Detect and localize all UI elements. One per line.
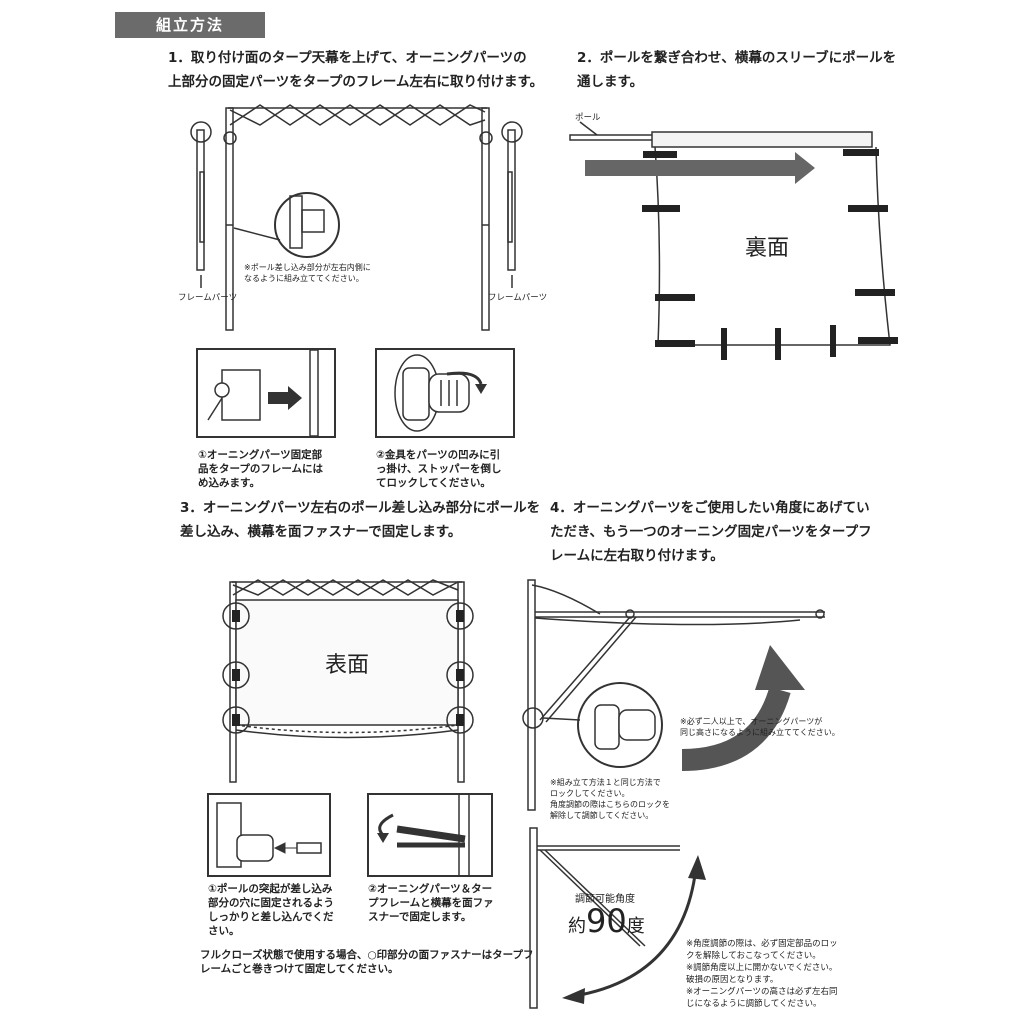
step4-note-lock: ※組み立て方法１と同じ方法で ロックしてください。 角度調節の際はこちらのロック… [550, 777, 670, 821]
note-line: ※ポール差し込み部分が左右内側に [244, 263, 371, 272]
note-line: ※組み立て方法１と同じ方法で [550, 778, 661, 787]
step4-text: 4．オーニングパーツをご使用したい角度にあげてい ただき、もう一つのオーニング固… [550, 496, 872, 568]
caption-line: さい。 [208, 925, 240, 937]
caption-line: 品をタープのフレームには [198, 463, 324, 475]
step3-detail-1 [207, 793, 331, 877]
frame-label-right: フレームパーツ [488, 293, 548, 303]
caption-line: ②金具をパーツの凹みに引 [376, 449, 501, 461]
caption-line: てロックしてください。 [376, 477, 491, 489]
step4-notes-bottom: ※角度調節の際は、必ず固定部品のロッ クを解除しておこなってください。 ※調節角… [686, 938, 838, 1010]
caption-line: スナーで固定します。 [368, 911, 472, 923]
caption-line: め込みます。 [198, 477, 260, 489]
step3-footer: フルクローズ状態で使用する場合、○印部分の面ファスナーはタープフ レームごと巻き… [200, 948, 534, 976]
step1-detail-1 [196, 348, 336, 438]
step3-caption-2: ②オーニングパーツ＆ター プフレームと横幕を面ファ スナーで固定します。 [368, 882, 494, 924]
panel-label-back: 裏面 [745, 236, 790, 261]
step2-line: 通します。 [577, 74, 644, 90]
angle-label: 調節可能角度 [575, 894, 635, 905]
step1-note: ※ポール差し込み部分が左右内側に なるように組み立ててください。 [244, 262, 371, 284]
step1-line: 1．取り付け面のタープ天幕を上げて、オーニングパーツの [168, 50, 527, 66]
step4-line: ただき、もう一つのオーニング固定パーツをタープフ [550, 524, 872, 540]
caption-line: ②オーニングパーツ＆ター [368, 883, 493, 895]
caption-line: プフレームと横幕を面ファ [368, 897, 494, 909]
note-line: ※調節角度以上に開かないでください。 [686, 963, 838, 973]
panel-label-front: 表面 [325, 653, 370, 678]
step3-frame-illustration [222, 579, 474, 783]
frame-label-left: フレームパーツ [178, 293, 238, 303]
note-line: 角度調節の際はこちらのロックを [550, 800, 670, 809]
section-title: 組立方法 [115, 12, 265, 38]
caption-line: っ掛け、ストッパーを倒し [376, 463, 502, 475]
step3-detail-2 [367, 793, 493, 877]
note-line: 解除して調節してください。 [550, 811, 654, 820]
note-line: 破損の原因となります。 [686, 975, 779, 985]
note-line: ※オーニングパーツの高さは必ず左右同 [686, 987, 838, 997]
step3-line: 差し込み、横幕を面ファスナーで固定します。 [180, 524, 462, 540]
note-line: クを解除しておこなってください。 [686, 951, 821, 961]
step4-line: 4．オーニングパーツをご使用したい角度にあげてい [550, 500, 870, 516]
angle-prefix: 約 [568, 916, 586, 937]
caption-line: 部分の穴に固定されるよう [208, 897, 334, 909]
step4-note-two-people: ※必ず二人以上で、オーニングパーツが 同じ高さになるように組み立ててください。 [680, 716, 840, 738]
step2-text: 2．ポールを繋ぎ合わせ、横幕のスリーブにポールを 通します。 [577, 46, 896, 94]
step1-detail-2 [375, 348, 515, 438]
caption-line: ①ポールの突起が差し込み [208, 883, 333, 895]
angle-value: 90 [586, 902, 627, 940]
note-line: ※必ず二人以上で、オーニングパーツが [680, 717, 823, 726]
angle-suffix: 度 [626, 916, 645, 937]
step1-line: 上部分の固定パーツをタープのフレーム左右に取り付けます。 [168, 74, 544, 90]
note-line: なるように組み立ててください。 [244, 274, 364, 283]
step1-text: 1．取り付け面のタープ天幕を上げて、オーニングパーツの 上部分の固定パーツをター… [168, 46, 543, 94]
footer-line: レームごと巻きつけて固定してください。 [200, 963, 399, 975]
step2-panel-illustration [569, 121, 898, 360]
step3-line: 3．オーニングパーツ左右のポール差し込み部分にポールを [180, 500, 541, 516]
caption-line: ①オーニングパーツ固定部 [198, 449, 323, 461]
step1-frame-illustration [190, 104, 523, 331]
note-line: じになるように調節してください。 [686, 999, 822, 1009]
angle-readout: 約90度 [568, 902, 645, 940]
step3-text: 3．オーニングパーツ左右のポール差し込み部分にポールを 差し込み、横幕を面ファス… [180, 496, 540, 544]
pole-label: ポール [575, 113, 601, 123]
note-line: ロックしてください。 [550, 789, 630, 798]
step1-caption-2: ②金具をパーツの凹みに引 っ掛け、ストッパーを倒し てロックしてください。 [376, 448, 501, 490]
step1-caption-1: ①オーニングパーツ固定部 品をタープのフレームには め込みます。 [198, 448, 323, 490]
footer-line: フルクローズ状態で使用する場合、○印部分の面ファスナーはタープフ [200, 949, 534, 961]
note-line: 同じ高さになるように組み立ててください。 [680, 728, 840, 737]
step3-caption-1: ①ポールの突起が差し込み 部分の穴に固定されるよう しっかりと差し込んでくだ さ… [208, 882, 334, 938]
step4-line: レームに左右取り付けます。 [550, 548, 724, 564]
caption-line: しっかりと差し込んでくだ [208, 911, 334, 923]
step2-line: 2．ポールを繋ぎ合わせ、横幕のスリーブにポールを [577, 50, 897, 66]
note-line: ※角度調節の際は、必ず固定部品のロッ [686, 939, 838, 949]
